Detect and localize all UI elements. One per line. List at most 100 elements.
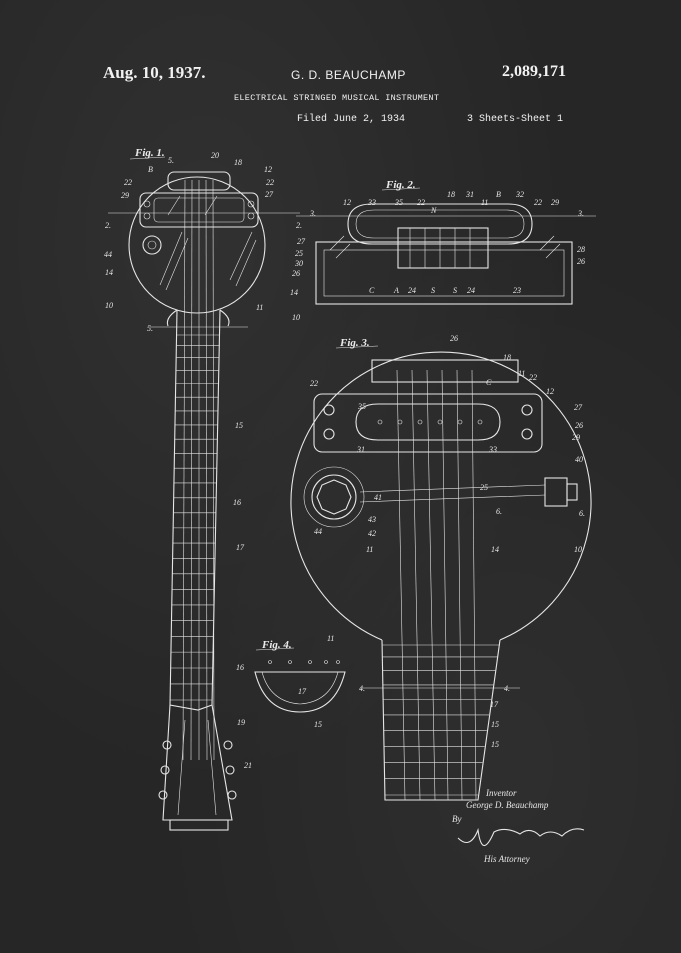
svg-text:27: 27	[265, 190, 274, 199]
inventor-caption: Inventor	[485, 788, 517, 798]
svg-text:N: N	[430, 206, 437, 215]
svg-text:26: 26	[292, 269, 300, 278]
svg-text:14: 14	[491, 545, 499, 554]
svg-text:28: 28	[577, 245, 585, 254]
fig3-neck	[381, 639, 501, 801]
fig1-body	[128, 176, 266, 314]
svg-text:S: S	[453, 286, 457, 295]
svg-text:31: 31	[465, 190, 474, 199]
fig1-neck	[169, 309, 221, 711]
svg-text:11: 11	[366, 545, 373, 554]
patent-title: ELECTRICAL STRINGED MUSICAL INSTRUMENT	[234, 93, 440, 103]
svg-text:15: 15	[314, 720, 322, 729]
svg-text:5.: 5.	[147, 324, 153, 333]
svg-text:10: 10	[105, 301, 113, 310]
svg-text:A: A	[393, 286, 399, 295]
svg-text:18: 18	[447, 190, 455, 199]
svg-text:11: 11	[256, 303, 263, 312]
svg-text:B: B	[496, 190, 501, 199]
svg-text:32: 32	[515, 190, 524, 199]
svg-text:22: 22	[124, 178, 132, 187]
svg-text:17: 17	[298, 687, 307, 696]
svg-text:10: 10	[574, 545, 582, 554]
svg-text:22: 22	[529, 373, 537, 382]
fig3-body	[290, 351, 592, 641]
svg-text:12: 12	[546, 387, 554, 396]
svg-text:41: 41	[374, 493, 382, 502]
svg-text:22: 22	[266, 178, 274, 187]
figure-4: Fig. 4. 11 16 17 15	[236, 634, 346, 729]
svg-text:44: 44	[314, 527, 322, 536]
fig2-label: Fig. 2.	[385, 179, 416, 191]
svg-text:10: 10	[292, 313, 300, 322]
svg-text:16: 16	[236, 663, 244, 672]
fig4-label: Fig. 4.	[261, 639, 292, 651]
svg-text:15: 15	[491, 720, 499, 729]
fig3-pickup	[313, 393, 543, 453]
svg-text:22: 22	[534, 198, 542, 207]
svg-text:26: 26	[575, 421, 583, 430]
fig4-neck-section	[254, 671, 346, 713]
svg-text:5.: 5.	[168, 156, 174, 165]
svg-text:C: C	[486, 378, 492, 387]
by-caption: By	[452, 814, 462, 824]
svg-text:20: 20	[211, 151, 219, 160]
svg-text:3.: 3.	[577, 209, 584, 218]
svg-text:27: 27	[574, 403, 583, 412]
svg-text:24: 24	[467, 286, 475, 295]
svg-text:B: B	[148, 165, 153, 174]
svg-text:14: 14	[105, 268, 113, 277]
svg-text:30: 30	[294, 259, 303, 268]
svg-text:19: 19	[237, 718, 245, 727]
svg-text:2.: 2.	[105, 221, 111, 230]
svg-text:6.: 6.	[579, 509, 585, 518]
svg-text:29: 29	[551, 198, 559, 207]
svg-text:6.: 6.	[496, 507, 502, 516]
figure-2: Fig. 2. 12 33 35 22N 18 31 11 B 32 22 29 3. 3.	[290, 179, 596, 322]
svg-text:11: 11	[481, 198, 488, 207]
svg-text:43: 43	[368, 515, 376, 524]
fig2-magnet	[347, 203, 533, 245]
fig3-label: Fig. 3.	[339, 337, 370, 349]
svg-text:18: 18	[503, 353, 511, 362]
svg-text:44: 44	[104, 250, 112, 259]
svg-text:33: 33	[367, 198, 376, 207]
patent-number: 2,089,171	[502, 63, 566, 80]
svg-text:42: 42	[368, 529, 376, 538]
svg-text:27: 27	[297, 237, 306, 246]
fig1-label: Fig. 1.	[134, 147, 165, 159]
figure-3: Fig. 3.	[290, 334, 592, 801]
fig1-headstock	[162, 704, 233, 821]
figure-1: Fig. 1.	[104, 147, 302, 831]
svg-text:16: 16	[233, 498, 241, 507]
svg-text:21: 21	[244, 761, 252, 770]
svg-text:18: 18	[234, 158, 242, 167]
svg-text:14: 14	[290, 288, 298, 297]
svg-text:15: 15	[491, 740, 499, 749]
svg-text:26: 26	[577, 257, 585, 266]
svg-text:23: 23	[513, 286, 521, 295]
attorney-caption: His Attorney	[483, 854, 530, 864]
svg-text:C: C	[369, 286, 375, 295]
svg-text:31: 31	[356, 445, 365, 454]
signature-block: Inventor George D. Beauchamp By His Atto…	[452, 788, 585, 864]
svg-text:12: 12	[264, 165, 272, 174]
svg-text:26: 26	[450, 334, 458, 343]
inventor-signature-name: George D. Beauchamp	[466, 800, 549, 810]
svg-text:25: 25	[480, 483, 488, 492]
fig3-control-knob	[311, 474, 357, 520]
sheet-count: 3 Sheets-Sheet 1	[467, 114, 564, 125]
svg-text:11: 11	[327, 634, 334, 643]
fig2-body-section	[315, 241, 573, 305]
svg-text:22: 22	[417, 198, 425, 207]
svg-text:33: 33	[488, 445, 497, 454]
svg-text:3.: 3.	[309, 209, 316, 218]
svg-text:15: 15	[235, 421, 243, 430]
svg-text:2.: 2.	[296, 221, 302, 230]
svg-text:35: 35	[394, 198, 403, 207]
svg-text:12: 12	[343, 198, 351, 207]
svg-text:35: 35	[357, 402, 366, 411]
filed-date: Filed June 2, 1934	[297, 114, 406, 125]
